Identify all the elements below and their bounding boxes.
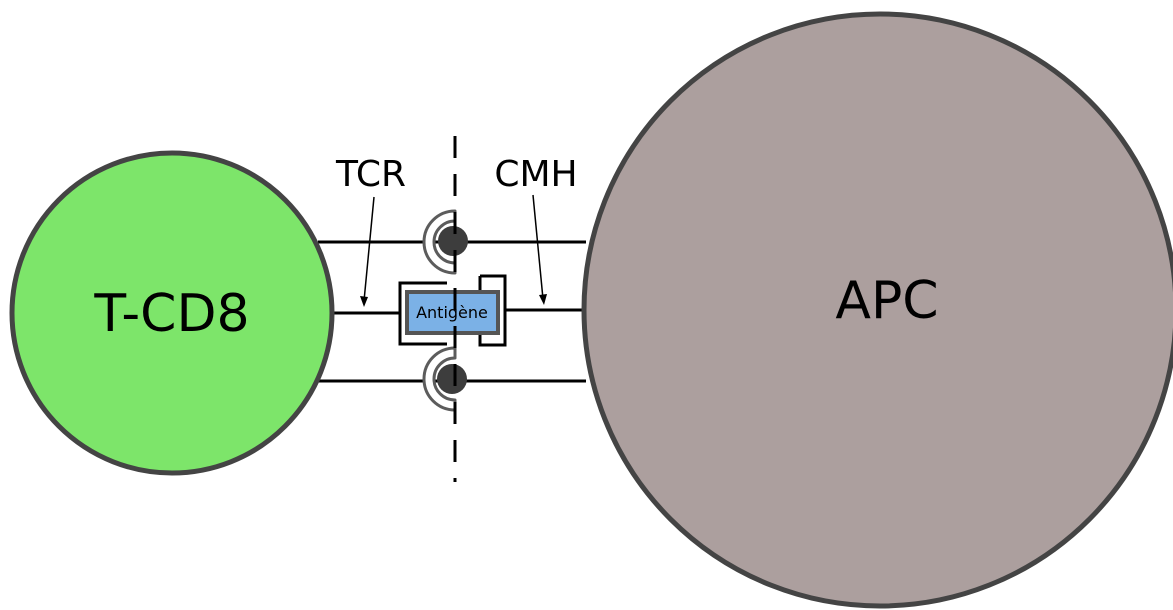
t-cd8-label: T-CD8: [93, 284, 249, 344]
lower-knob: [437, 364, 467, 394]
apc-label: APC: [835, 271, 938, 331]
upper-socket-shape: [422, 209, 457, 275]
apc-cell: [581, 11, 1173, 609]
tcr-arrow-line: [363, 196, 375, 302]
upper-knob: [438, 226, 468, 256]
t-cd8-cell: [9, 150, 335, 476]
cmh-arrow-line: [532, 194, 544, 300]
antigen-shape: [405, 290, 500, 335]
tcr-arrowhead: [360, 296, 368, 307]
cmh-label: CMH: [494, 154, 577, 195]
tcr-receptor-shape: [398, 281, 447, 346]
antigen-label: Antigène: [416, 303, 488, 322]
tcr-label: TCR: [335, 154, 406, 195]
cmh-arrowhead: [539, 294, 547, 305]
